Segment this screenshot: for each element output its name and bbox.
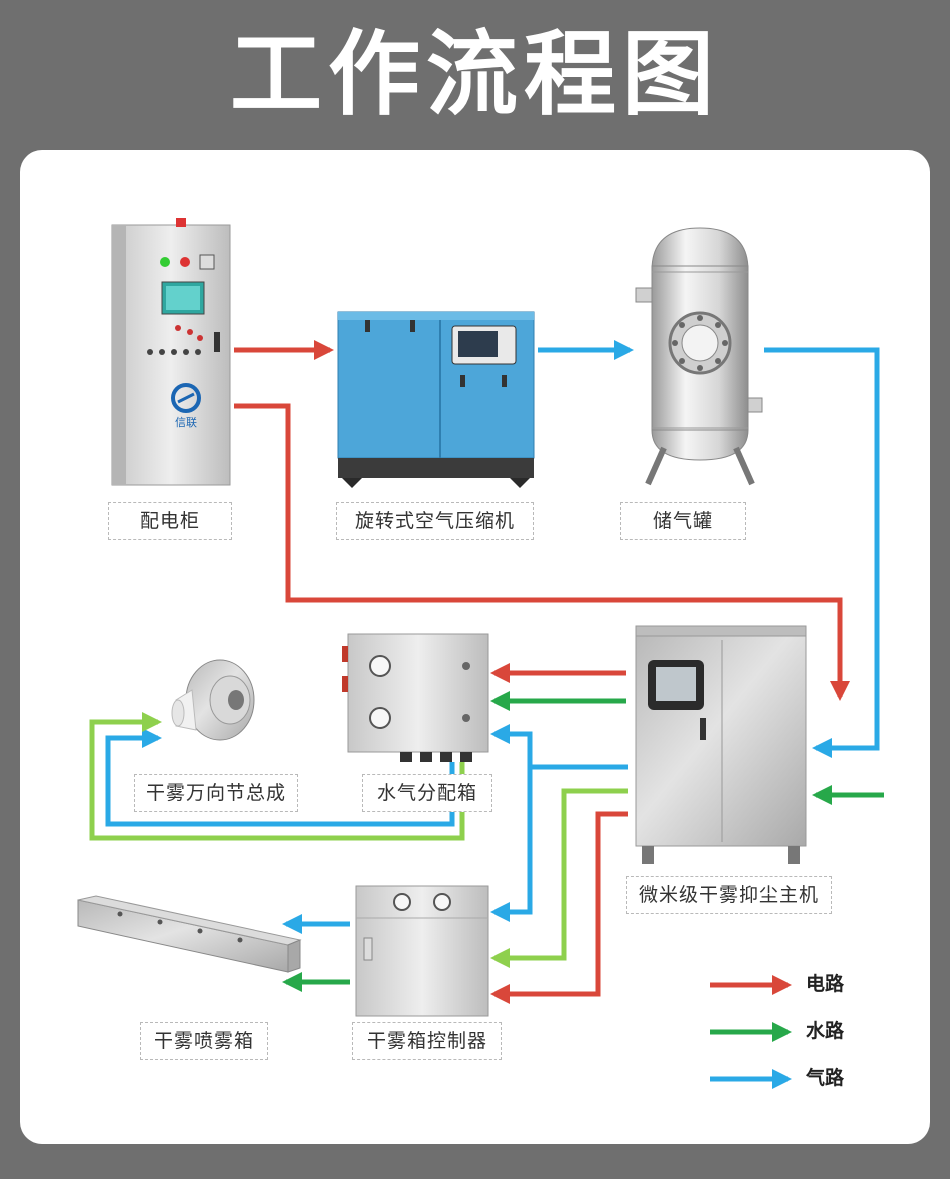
label-compressor: 旋转式空气压缩机 <box>336 502 534 540</box>
water-lines <box>282 691 884 992</box>
label-tank: 储气罐 <box>620 502 746 540</box>
tank-illustration <box>635 227 763 486</box>
distribution-box-illustration <box>342 633 489 762</box>
controller-illustration <box>355 885 489 1017</box>
spray-box-illustration <box>77 895 302 973</box>
legend-air-label: 气路 <box>806 1067 845 1089</box>
electric-lines <box>234 340 850 1004</box>
cabinet-logo-text: 信联 <box>175 416 197 429</box>
label-distribution-box: 水气分配箱 <box>362 774 492 812</box>
label-controller: 干雾箱控制器 <box>352 1022 502 1060</box>
mixed-lines <box>89 712 628 968</box>
page-title: 工作流程图 <box>229 21 720 128</box>
compressor-illustration <box>337 311 535 488</box>
label-power-cabinet: 配电柜 <box>108 502 232 540</box>
legend-arrows <box>710 975 792 1089</box>
label-universal-joint: 干雾万向节总成 <box>134 774 298 812</box>
label-main-unit: 微米级干雾抑尘主机 <box>626 876 832 914</box>
air-lines <box>105 340 880 934</box>
main-unit-illustration <box>635 625 807 864</box>
legend-electric-label: 电路 <box>806 973 845 995</box>
power-cabinet-illustration: 信联 <box>111 218 231 486</box>
universal-joint-illustration <box>171 659 255 741</box>
label-spray-box: 干雾喷雾箱 <box>140 1022 268 1060</box>
legend-water-label: 水路 <box>806 1020 845 1042</box>
